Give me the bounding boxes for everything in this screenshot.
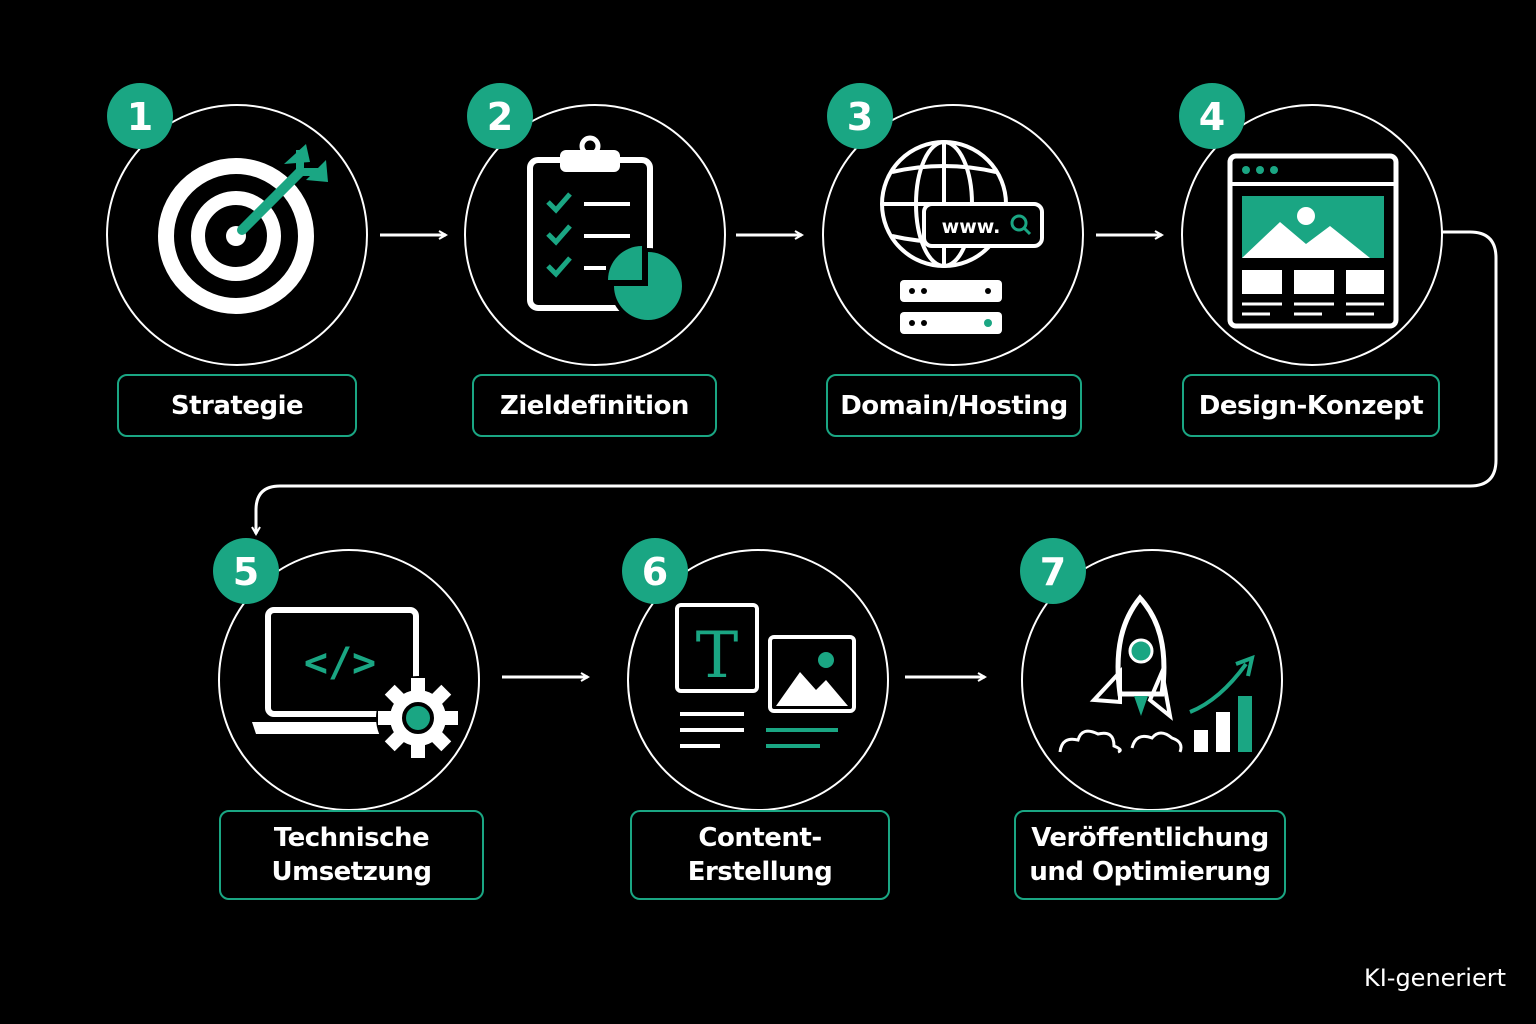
- label-line: Design-Konzept: [1198, 390, 1424, 421]
- target-icon: [158, 144, 328, 314]
- step-circle: [1181, 104, 1443, 366]
- step-2-zieldefinition: 2: [464, 83, 726, 366]
- step-number: 3: [847, 95, 873, 139]
- step-badge: 6: [622, 538, 688, 604]
- step-4-design-konzept: 4: [1179, 83, 1443, 366]
- step-number: 1: [127, 95, 153, 139]
- globe-server-icon: www.: [880, 140, 1044, 334]
- step-number: 7: [1040, 550, 1066, 594]
- step-6-content-erstellung: T 6: [622, 538, 889, 811]
- code-brackets-text: </>: [304, 640, 376, 686]
- step-circle: [106, 104, 368, 366]
- step-circle: [822, 104, 1084, 366]
- step-7-label: Veröffentlichung und Optimierung: [1014, 810, 1286, 900]
- step-badge: 5: [213, 538, 279, 604]
- laptop-code-gear-icon: </>: [252, 607, 460, 760]
- label-line: Zieldefinition: [500, 390, 689, 421]
- step-number: 2: [487, 95, 513, 139]
- label-line: Erstellung: [687, 857, 833, 887]
- label-line: Domain/Hosting: [840, 390, 1068, 421]
- label-line: Content-: [698, 823, 822, 853]
- step-badge: 1: [107, 83, 173, 149]
- step-number: 4: [1199, 95, 1225, 139]
- step-4-label: Design-Konzept: [1182, 374, 1440, 437]
- label-line: und Optimierung: [1029, 857, 1271, 887]
- step-5-technische-umsetzung: </> 5: [213, 538, 480, 811]
- website-layout-icon: [1227, 153, 1399, 329]
- rocket-growth-icon: [1058, 594, 1255, 754]
- step-6-label: Content- Erstellung: [630, 810, 890, 900]
- step-number: 6: [642, 550, 668, 594]
- arrow-4-to-5: [256, 230, 1498, 534]
- label-line: Umsetzung: [271, 857, 432, 887]
- step-5-label: Technische Umsetzung: [219, 810, 484, 900]
- label-line: Technische: [273, 823, 430, 853]
- step-badge: 3: [827, 83, 893, 149]
- step-1-label: Strategie: [117, 374, 357, 437]
- step-number: 5: [233, 550, 259, 594]
- ai-generated-watermark: KI-generiert: [1363, 964, 1506, 992]
- clipboard-checklist-icon: [527, 135, 686, 324]
- label-line: Strategie: [170, 390, 304, 421]
- text-glyph: T: [696, 619, 739, 693]
- step-circle: [464, 104, 726, 366]
- text-image-content-icon: T: [675, 603, 856, 748]
- step-1-strategie: 1: [106, 83, 368, 366]
- step-3-label: Domain/Hosting: [826, 374, 1082, 437]
- step-badge: 7: [1020, 538, 1086, 604]
- label-line: Veröffentlichung: [1031, 823, 1269, 853]
- step-7-veroeffentlichung: 7: [1020, 538, 1283, 811]
- url-text: www.: [942, 216, 1001, 238]
- step-badge: 2: [467, 83, 533, 149]
- step-2-label: Zieldefinition: [472, 374, 717, 437]
- step-3-domain-hosting: www. 3: [822, 83, 1084, 366]
- step-badge: 4: [1179, 83, 1245, 149]
